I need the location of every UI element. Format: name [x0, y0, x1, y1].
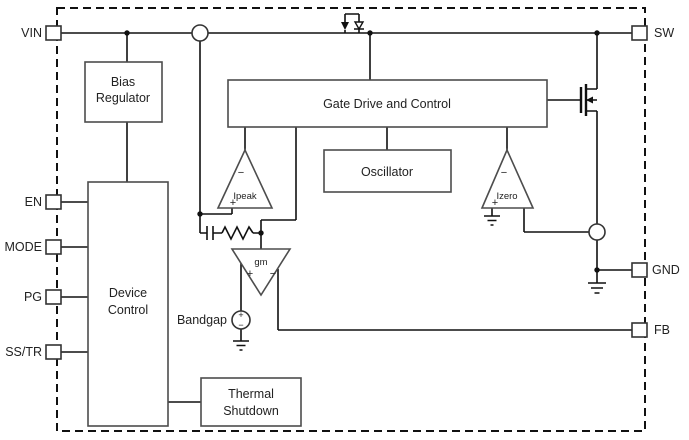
ipeak-minus-sign: −	[238, 167, 244, 179]
pin-label-en: EN	[25, 195, 42, 209]
ipeak-label: Ipeak	[233, 191, 256, 202]
mosfet-arrow-icon	[586, 96, 593, 104]
bias-regulator-block	[84, 61, 163, 123]
current-sense-icon	[191, 24, 209, 42]
oscillator-label: Oscillator	[361, 165, 413, 179]
gm-minus-sign: −	[270, 268, 276, 280]
bias-regulator-label-2: Regulator	[96, 91, 150, 105]
mosfet-low-side-plates	[579, 84, 588, 116]
pin-vin	[45, 25, 62, 41]
thermal-shutdown-label-2: Shutdown	[223, 404, 279, 418]
mosfet-low-side-icon	[547, 33, 598, 270]
ground-icon-izero	[484, 208, 500, 226]
current-sense-icon	[588, 223, 606, 241]
thermal-shutdown-label-1: Thermal	[228, 387, 274, 401]
pin-fb	[631, 322, 648, 338]
capacitor-icon	[200, 226, 222, 240]
pin-mode	[45, 239, 62, 255]
gm-label: gm	[254, 257, 267, 268]
pin-sstr	[45, 344, 62, 360]
device-control-label-1: Device	[109, 286, 147, 300]
junction-dot	[594, 267, 600, 273]
pin-label-sstr: SS/TR	[5, 345, 42, 359]
izero-minus-sign: −	[501, 167, 507, 179]
ipeak-comparator	[216, 148, 274, 209]
junction-dot	[367, 30, 373, 36]
gate-drive-control-label: Gate Drive and Control	[323, 97, 451, 111]
izero-plus-sign: +	[492, 197, 498, 209]
junction-dot	[594, 30, 600, 36]
junction-dot	[197, 211, 203, 217]
bias-regulator-label-1: Bias	[111, 75, 135, 89]
izero-label: Izero	[496, 191, 517, 202]
thermal-shutdown-block	[200, 377, 302, 427]
device-control-label-2: Control	[108, 303, 148, 317]
wires	[61, 32, 632, 403]
bandgap-reference-icon	[231, 310, 251, 330]
oscillator-block	[323, 149, 452, 193]
pin-label-vin: VIN	[21, 26, 42, 40]
gate-drive-control-block	[227, 79, 548, 128]
pin-label-sw: SW	[654, 26, 674, 40]
bandgap-label: Bandgap	[177, 313, 227, 327]
gm-amplifier	[230, 248, 292, 297]
chip-boundary	[56, 7, 646, 432]
pin-label-gnd: GND	[652, 263, 680, 277]
pin-sw	[631, 25, 648, 41]
bandgap-plus-sign: +	[238, 310, 243, 320]
mosfet-arrow-icon	[341, 22, 349, 30]
pin-pg	[45, 289, 62, 305]
pin-label-fb: FB	[654, 323, 670, 337]
pin-label-pg: PG	[24, 290, 42, 304]
bandgap-minus-sign: −	[238, 320, 243, 330]
mosfet-high-side-icon	[344, 13, 364, 33]
ipeak-plus-sign: +	[230, 197, 236, 209]
pin-label-mode: MODE	[5, 240, 43, 254]
body-diode-icon	[353, 21, 365, 31]
ground-icon-gnd	[588, 270, 606, 294]
junction-dot	[124, 30, 130, 36]
pin-en	[45, 194, 62, 210]
resistor-icon	[221, 225, 254, 241]
pin-gnd	[631, 262, 648, 278]
ground-icon-bandgap	[233, 329, 249, 351]
izero-comparator	[480, 148, 535, 209]
gm-plus-sign: +	[247, 268, 253, 280]
junction-dot	[258, 230, 264, 236]
device-control-block	[87, 181, 169, 427]
